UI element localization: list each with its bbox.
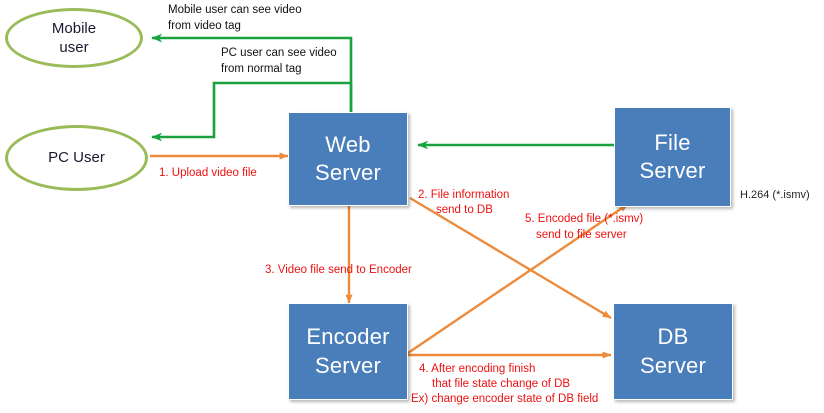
node-encoder-server[interactable]: Encoder Server	[288, 303, 408, 400]
label-step-2-line2: send to DB	[436, 204, 493, 216]
label-codec-note: H.264 (*.ismv)	[740, 189, 810, 201]
label-step-4-line3: Ex) change encoder state of DB field	[411, 393, 599, 405]
actor-mobile-user-line2: user	[59, 39, 89, 56]
label-step-2-line1: 2. File information	[418, 189, 510, 201]
label-step-5-line1: 5. Encoded file (*.ismv)	[525, 213, 644, 225]
actor-pc-user-line1: PC User	[48, 149, 105, 167]
actor-mobile-user[interactable]: Mobile user	[5, 8, 143, 68]
label-step-1: 1. Upload video file	[159, 167, 257, 179]
node-db-server[interactable]: DB Server	[613, 303, 733, 400]
actor-pc-user[interactable]: PC User	[5, 125, 148, 191]
label-step-4-line1: 4. After encoding finish	[419, 363, 536, 375]
node-file-server-line1: File	[654, 129, 691, 155]
label-step-3: 3. Video file send to Encoder	[265, 264, 412, 276]
label-step-4-line2: that file state change of DB	[432, 378, 571, 390]
node-web-server[interactable]: Web Server	[288, 112, 408, 206]
actor-mobile-user-line1: Mobile	[51, 19, 97, 37]
node-file-server[interactable]: File Server	[614, 107, 731, 207]
label-mobile-flow-line1: Mobile user can see video	[168, 4, 302, 16]
node-db-server-line1: DB	[657, 324, 689, 350]
label-step-5-line2: send to file server	[536, 229, 627, 241]
node-db-server-line2: Server	[640, 352, 706, 378]
label-pc-flow-line2: from normal tag	[221, 63, 302, 75]
node-web-server-line2: Server	[315, 160, 381, 185]
label-mobile-flow-line2: from video tag	[168, 20, 241, 32]
label-pc-flow-line1: PC user can see video	[221, 47, 337, 59]
node-file-server-line2: Server	[639, 158, 706, 183]
node-encoder-server-line2: Server	[315, 352, 381, 378]
node-web-server-line1: Web	[325, 131, 371, 157]
node-encoder-server-line1: Encoder	[306, 324, 390, 350]
